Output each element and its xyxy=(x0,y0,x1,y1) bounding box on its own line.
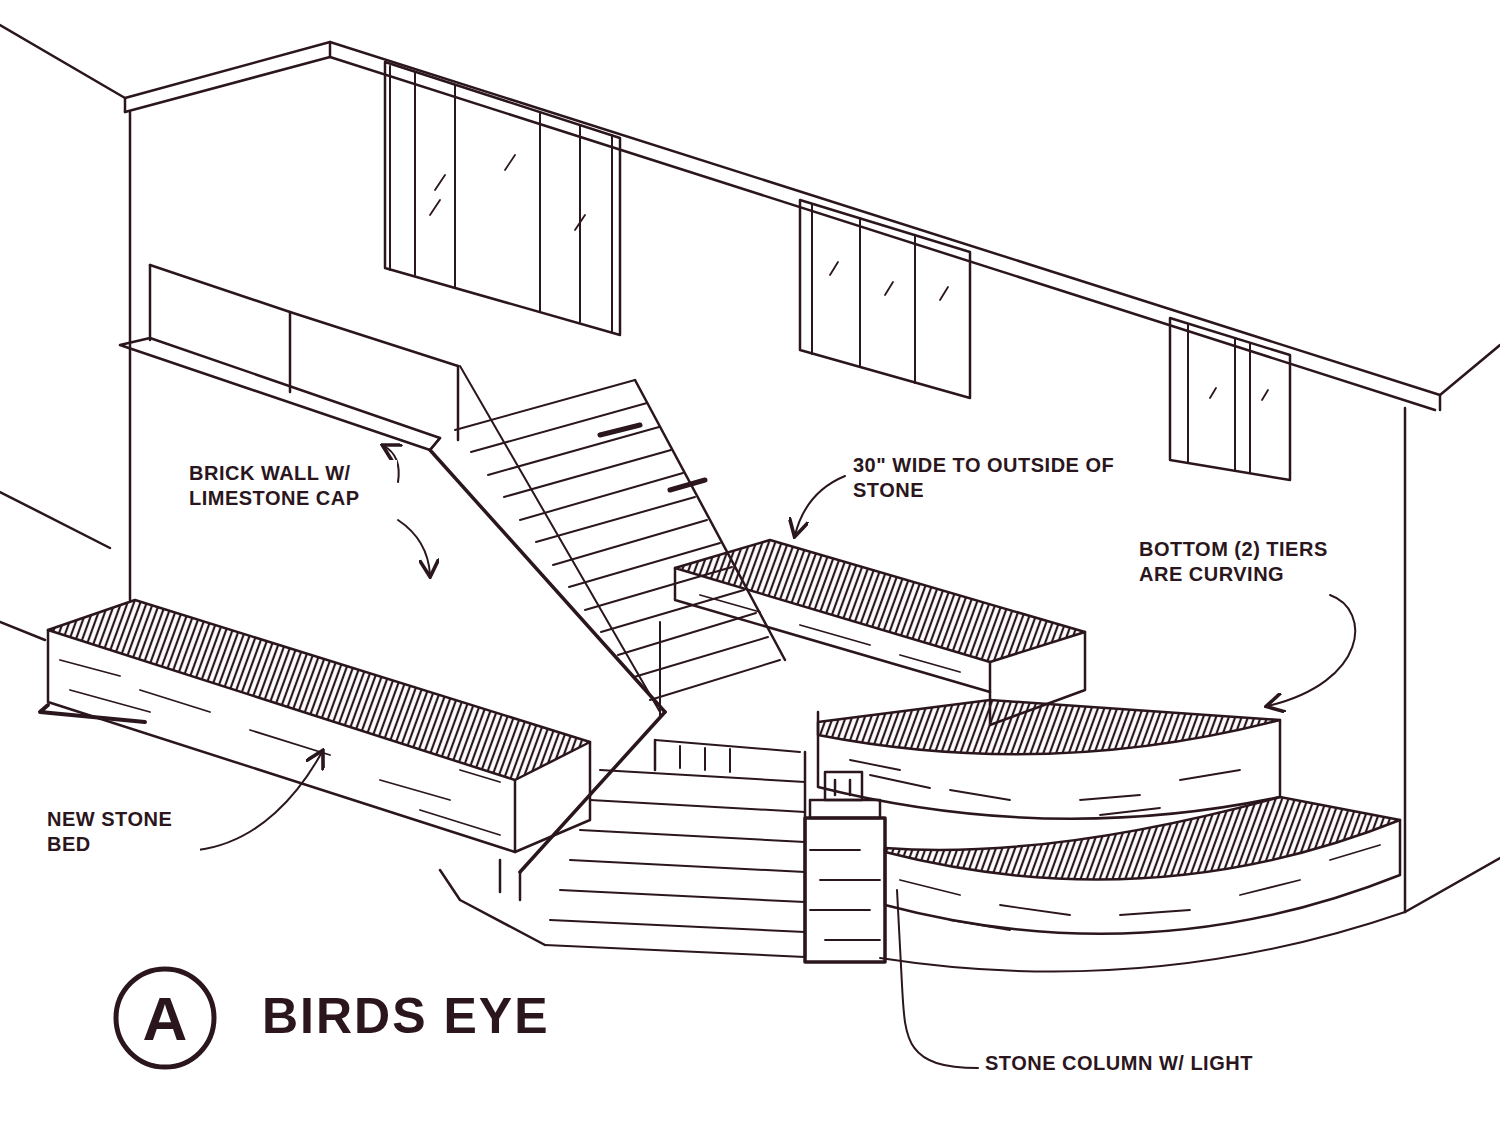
sketch-line xyxy=(812,204,915,383)
sketch-line xyxy=(129,112,132,600)
callout-note: NEW STONE BED xyxy=(44,806,200,858)
sketch-line xyxy=(515,742,590,852)
sketch-line xyxy=(430,438,440,450)
sketch-line xyxy=(1170,318,1290,480)
sketch-line xyxy=(198,752,322,850)
sketch-line xyxy=(835,780,850,795)
sketch-line xyxy=(818,712,1280,819)
sketch-line xyxy=(430,155,585,230)
sketch-line xyxy=(0,492,110,548)
sketch-line xyxy=(150,265,458,366)
sketch-line xyxy=(885,820,1400,934)
sketch-line xyxy=(1210,388,1268,400)
sketch-line xyxy=(850,760,1240,815)
sketch-line xyxy=(40,705,145,722)
sketch-line xyxy=(150,265,458,440)
sketch-line xyxy=(885,797,1400,880)
callout-note: BRICK WALL W/ LIMESTONE CAP xyxy=(186,460,397,512)
sketch-line xyxy=(398,520,430,575)
sketch-line xyxy=(675,540,1085,662)
sketch-line xyxy=(460,366,660,712)
view-letter: A xyxy=(143,983,188,1054)
callout-note: 30" WIDE TO OUTSIDE OF STONE xyxy=(850,452,1126,504)
sketch-line xyxy=(0,25,1500,1068)
sketch-line xyxy=(700,595,960,672)
sketch-line xyxy=(390,66,612,332)
view-marker-circle: A xyxy=(113,966,217,1070)
sketch-line xyxy=(48,600,590,780)
sketch-line xyxy=(830,262,948,300)
callout-note: BOTTOM (2) TIERS ARE CURVING xyxy=(1136,536,1372,588)
sketch-line xyxy=(880,912,1405,972)
sketch-line xyxy=(818,700,1280,754)
sketch-line xyxy=(810,800,880,818)
view-title: BIRDS EYE xyxy=(262,988,550,1044)
sketch-line xyxy=(1188,324,1250,473)
sketch-line xyxy=(800,200,970,398)
sketch-line xyxy=(825,772,862,800)
sketch-line xyxy=(385,62,620,335)
sketch-line xyxy=(1268,595,1355,706)
sketch-line xyxy=(125,57,1435,410)
sketch-line xyxy=(900,845,1380,930)
sketch-line xyxy=(675,568,990,692)
sketch-line xyxy=(897,890,978,1068)
sketch-line xyxy=(0,622,45,640)
sketch-line xyxy=(455,380,780,700)
sketch-line xyxy=(600,425,705,490)
sketch-line xyxy=(1404,408,1407,912)
sketch-line xyxy=(659,622,661,716)
sketch-line xyxy=(805,818,885,962)
sketch-line xyxy=(655,745,730,772)
circle-outline xyxy=(116,969,214,1067)
sketch-line xyxy=(545,740,805,957)
sketch-line xyxy=(655,740,805,957)
sketch-line xyxy=(120,338,440,450)
sketch-line xyxy=(500,860,520,900)
sketch-line xyxy=(1405,858,1500,912)
sketch-line xyxy=(795,476,845,535)
sketch-line xyxy=(125,42,1440,410)
callout-note: STONE COLUMN W/ LIGHT xyxy=(982,1050,1256,1077)
sketch-line xyxy=(440,870,545,945)
sketch-line xyxy=(0,25,1500,395)
sketch-line xyxy=(810,850,880,940)
sketch-line xyxy=(635,380,785,660)
